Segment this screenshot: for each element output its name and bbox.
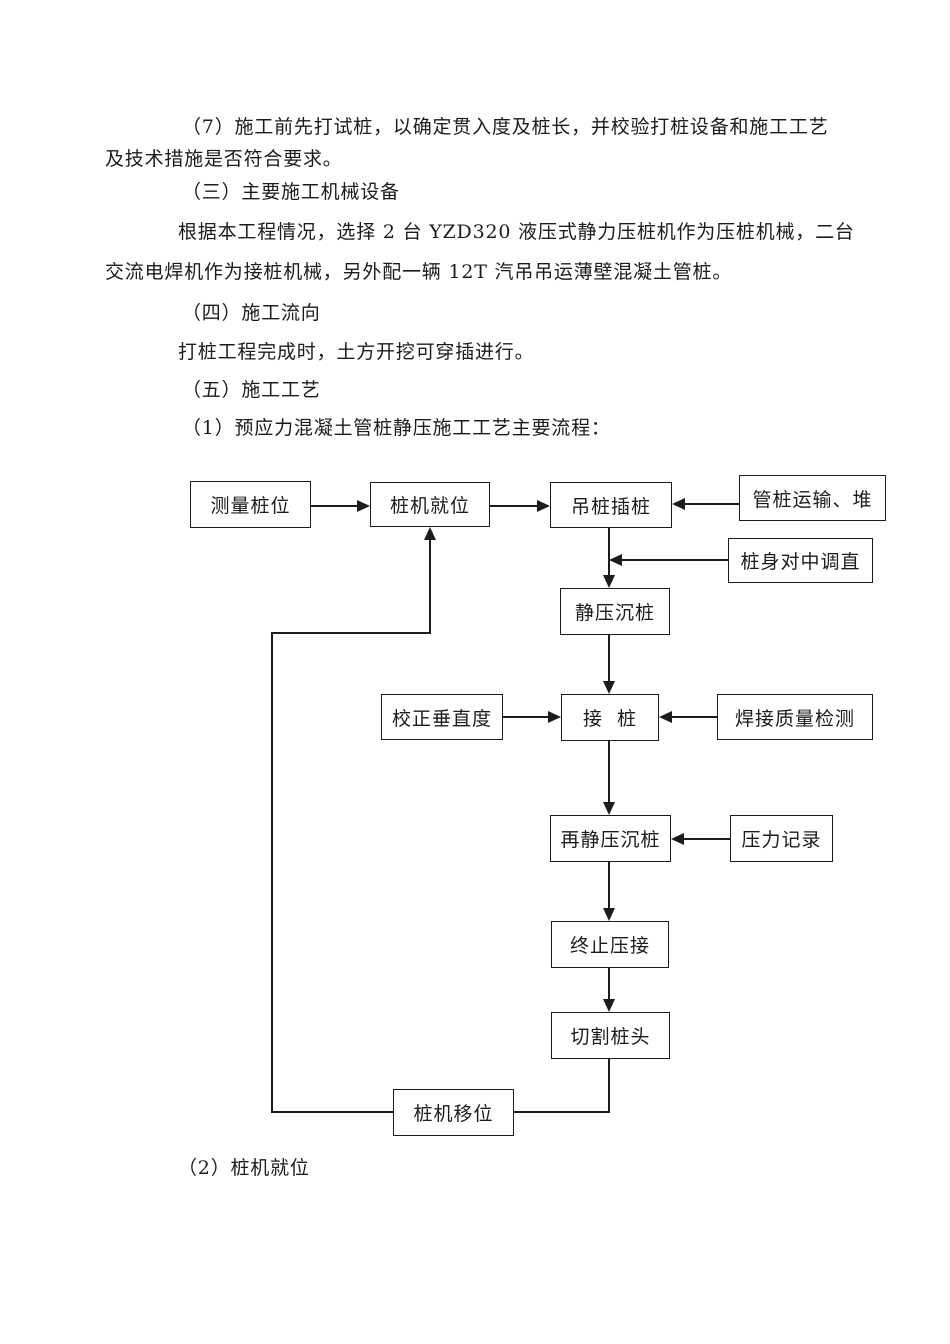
doc-heading-pile-machine-in-place: （2）桩机就位	[178, 1157, 310, 1179]
flow-node-re-static-press-sinking: 再静压沉桩	[550, 815, 671, 862]
flow-node-static-press-sinking: 静压沉桩	[560, 588, 670, 635]
doc-line-trial-pile-1: （7）施工前先打试桩，以确定贯入度及桩长，并校验打桩设备和施工工艺	[182, 116, 829, 138]
flow-node-label: 再静压沉桩	[560, 829, 661, 851]
flow-connector	[670, 716, 717, 718]
flow-node-label: 桩身对中调直	[740, 551, 861, 573]
flow-connector	[503, 716, 550, 718]
arrowhead-right-icon	[357, 500, 370, 512]
flow-connector	[311, 505, 358, 507]
flow-connector	[490, 505, 538, 507]
arrowhead-up-icon	[424, 527, 436, 540]
flow-node-label: 桩机移位	[413, 1103, 494, 1125]
arrowhead-left-icon	[609, 554, 622, 566]
doc-line-piling-excavation: 打桩工程完成时，土方开挖可穿插进行。	[178, 341, 535, 363]
doc-heading-main-machinery: （三）主要施工机械设备	[182, 181, 400, 203]
flow-node-label: 压力记录	[741, 829, 822, 851]
flow-node-weld-quality-inspection: 焊接质量检测	[717, 694, 873, 740]
doc-line-process-intro: （1）预应力混凝土管桩静压施工工艺主要流程：	[182, 417, 611, 439]
flow-connector	[608, 862, 610, 910]
flow-node-label: 吊桩插桩	[570, 495, 651, 518]
arrowhead-down-icon	[603, 999, 615, 1012]
flow-node-correct-verticality: 校正垂直度	[381, 694, 503, 740]
doc-heading-construction-technique: （五）施工工艺	[182, 379, 321, 401]
arrowhead-left-icon	[671, 833, 684, 845]
flow-connector	[271, 632, 273, 1113]
flow-node-label: 管桩运输、堆	[752, 488, 873, 511]
flow-connector	[272, 632, 431, 634]
flow-node-cut-pile-head: 切割桩头	[551, 1012, 670, 1059]
flow-connector	[684, 503, 740, 505]
flow-node-hoist-insert-pile: 吊桩插桩	[550, 482, 672, 528]
arrowhead-right-icon	[537, 500, 550, 512]
flow-node-pile-machine-in-place: 桩机就位	[370, 482, 490, 527]
doc-line-trial-pile-2: 及技术措施是否符合要求。	[105, 148, 343, 170]
flow-connector	[272, 1111, 393, 1113]
arrowhead-left-icon	[659, 711, 672, 723]
flow-node-label: 接 桩	[582, 708, 638, 730]
arrowhead-left-icon	[672, 498, 685, 510]
doc-line-machinery-1: 根据本工程情况，选择 2 台 YZD320 液压式静力压桩机作为压桩机械，二台	[178, 221, 855, 243]
flow-node-label: 终止压接	[569, 935, 650, 957]
arrowhead-down-icon	[603, 681, 615, 694]
flow-node-terminate-pressing: 终止压接	[551, 921, 669, 968]
doc-line-machinery-2: 交流电焊机作为接桩机械，另外配一辆 12T 汽吊吊运薄壁混凝土管桩。	[105, 261, 733, 283]
flow-connector	[429, 538, 431, 634]
flow-connector	[608, 741, 610, 804]
flow-connector	[608, 1059, 610, 1113]
flow-connector	[620, 559, 728, 561]
flow-node-pile-jointing: 接 桩	[561, 694, 659, 741]
flow-connector	[608, 635, 610, 683]
flow-node-label: 焊接质量检测	[734, 707, 855, 730]
arrowhead-right-icon	[548, 711, 561, 723]
doc-heading-construction-flow: （四）施工流向	[182, 302, 321, 324]
flow-node-pile-body-centering: 桩身对中调直	[728, 538, 873, 583]
flow-node-measure-pile-position: 测量桩位	[190, 481, 311, 528]
flow-node-pipe-pile-transport-stack: 管桩运输、堆	[739, 475, 886, 521]
flow-connector	[608, 528, 610, 577]
arrowhead-down-icon	[603, 575, 615, 588]
flow-connector	[608, 968, 610, 1001]
arrowhead-down-icon	[603, 802, 615, 815]
arrowhead-down-icon	[603, 908, 615, 921]
flow-node-label: 切割桩头	[570, 1026, 651, 1048]
flow-node-label: 测量桩位	[210, 495, 291, 517]
flow-node-label: 校正垂直度	[391, 707, 492, 730]
flow-connector	[514, 1111, 610, 1113]
flow-node-label: 桩机就位	[389, 495, 470, 517]
flow-node-label: 静压沉桩	[574, 602, 655, 624]
flow-connector	[682, 838, 730, 840]
flow-node-pile-machine-relocation: 桩机移位	[393, 1089, 514, 1136]
flow-node-pressure-record: 压力记录	[730, 815, 833, 862]
